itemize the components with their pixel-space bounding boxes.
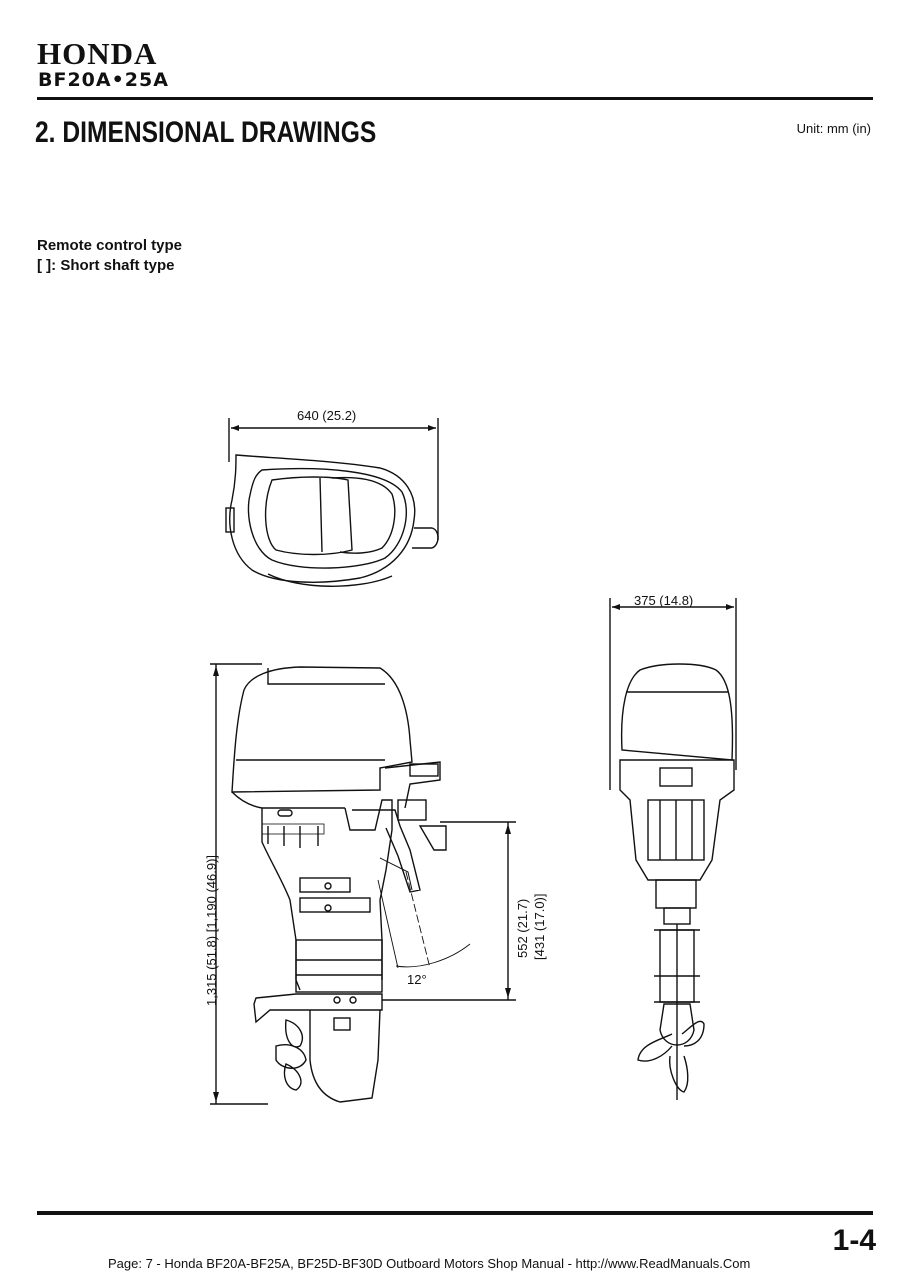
top-view-drawing bbox=[225, 418, 439, 587]
dim-transom-height-short: [431 (17.0)] bbox=[532, 893, 547, 961]
dim-rear-width: 375 (14.8) bbox=[634, 593, 694, 608]
page-number: 1-4 bbox=[832, 1224, 876, 1257]
note-remote-control: Remote control type bbox=[37, 237, 183, 254]
dim-tilt-angle: 12° bbox=[407, 972, 427, 987]
unit-label: Unit: mm (in) bbox=[796, 121, 871, 136]
model-name: BF20A•25A bbox=[38, 69, 169, 91]
rear-view-drawing bbox=[609, 598, 737, 1100]
footer-rule bbox=[37, 1211, 873, 1215]
header-rule bbox=[37, 97, 873, 100]
dim-transom-height: 552 (21.7) bbox=[515, 898, 530, 958]
footer-source: Page: 7 - Honda BF20A-BF25A, BF25D-BF30D… bbox=[108, 1256, 751, 1271]
dimension-arrowheads bbox=[213, 425, 734, 1102]
side-view-drawing bbox=[210, 663, 516, 1105]
note-short-shaft: [ ]: Short shaft type bbox=[37, 257, 175, 274]
dim-overall-height: 1,315 (51.8) [1,190 (46.9)] bbox=[204, 854, 219, 1006]
dim-top-width: 640 (25.2) bbox=[297, 408, 357, 423]
brand-logo: HONDA bbox=[37, 36, 158, 71]
section-title: 2. DIMENSIONAL DRAWINGS bbox=[35, 116, 377, 149]
